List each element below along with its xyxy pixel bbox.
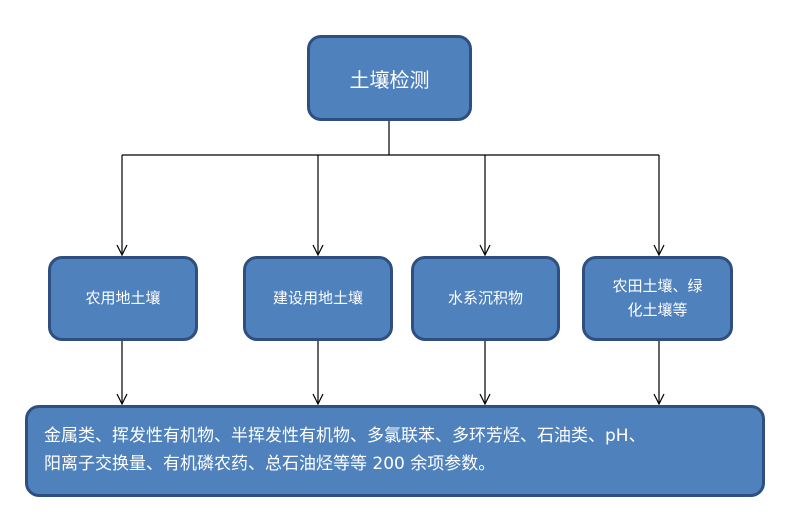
category-label-farmland-green-soil: 农田土壤、绿 化土壤等	[612, 277, 703, 319]
category-node-farmland-green-soil: 农田土壤、绿 化土壤等	[582, 256, 733, 341]
category-label-construction-land-soil: 建设用地土壤	[272, 288, 363, 307]
category-node-farmland-soil: 农用地土壤	[48, 256, 198, 341]
category-label-water-sediment: 水系沉积物	[447, 288, 523, 307]
root-node-soil-testing: 土壤检测	[307, 35, 472, 121]
category-label-farmland-soil: 农用地土壤	[85, 288, 161, 307]
parameters-text: 金属类、挥发性有机物、半挥发性有机物、多氯联苯、多环芳烃、石油类、pH、 阳离子…	[44, 426, 646, 474]
category-node-construction-land-soil: 建设用地土壤	[243, 256, 393, 341]
category-node-water-sediment: 水系沉积物	[411, 256, 560, 341]
root-node-label: 土壤检测	[349, 67, 430, 92]
parameters-node: 金属类、挥发性有机物、半挥发性有机物、多氯联苯、多环芳烃、石油类、pH、 阳离子…	[25, 405, 765, 497]
